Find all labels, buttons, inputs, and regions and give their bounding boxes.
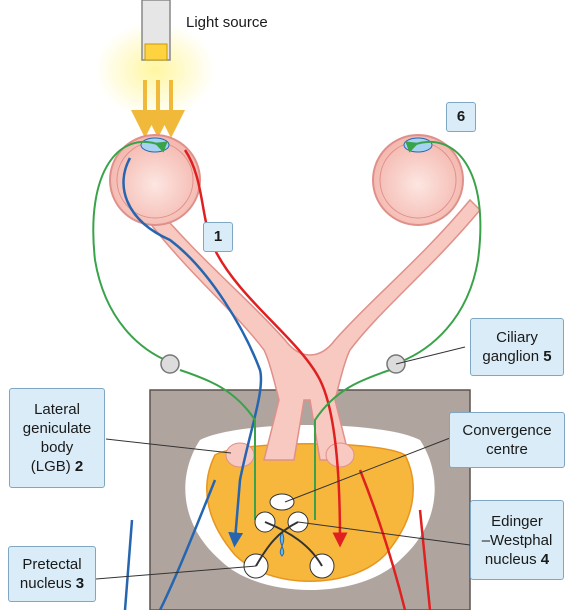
marker-6: 6: [446, 102, 476, 132]
edinger-line1: Edinger: [491, 512, 543, 531]
ciliary-num: 5: [543, 348, 551, 365]
pretectal-nucleus-label: Pretectal nucleus 3: [8, 546, 96, 602]
right-eye-lens: [404, 138, 432, 152]
pretectal-num: 3: [76, 575, 84, 592]
afferent-path-blue-ext: [125, 520, 132, 610]
ciliary-ganglion-label: Ciliary ganglion 5: [470, 318, 564, 376]
edinger-line2: –Westphal: [482, 531, 553, 550]
aqueduct: [280, 532, 283, 556]
lgb-line2: geniculate: [23, 419, 91, 438]
light-source-label: Light source: [186, 14, 268, 31]
lgb-left: [226, 443, 254, 467]
lgb-num: 2: [75, 458, 83, 475]
light-bulb: [145, 44, 167, 60]
ciliary-line2: ganglion: [482, 348, 539, 365]
edinger-westphal-label: Edinger –Westphal nucleus 4: [470, 500, 564, 580]
pretectal-line1: Pretectal: [22, 555, 81, 574]
ciliary-leader: [396, 347, 465, 364]
lgb-right: [326, 443, 354, 467]
convergence-line2: centre: [486, 440, 528, 459]
lgb-line1: Lateral: [34, 400, 80, 419]
convergence-centre-label: Convergence centre: [449, 412, 565, 468]
convergence-centre-node: [270, 494, 294, 510]
edinger-line3: nucleus: [485, 551, 537, 568]
ciliary-ganglion-left: [161, 355, 179, 373]
ciliary-line1: Ciliary: [496, 328, 538, 347]
convergence-line1: Convergence: [462, 421, 551, 440]
lgb-line4: (LGB): [31, 458, 71, 475]
marker-1: 1: [203, 222, 233, 252]
pretectal-line2: nucleus: [20, 575, 72, 592]
left-eye-lens: [141, 138, 169, 152]
lgb-line3: body: [41, 438, 74, 457]
lgb-label: Lateral geniculate body (LGB) 2: [9, 388, 105, 488]
edinger-num: 4: [541, 551, 549, 568]
